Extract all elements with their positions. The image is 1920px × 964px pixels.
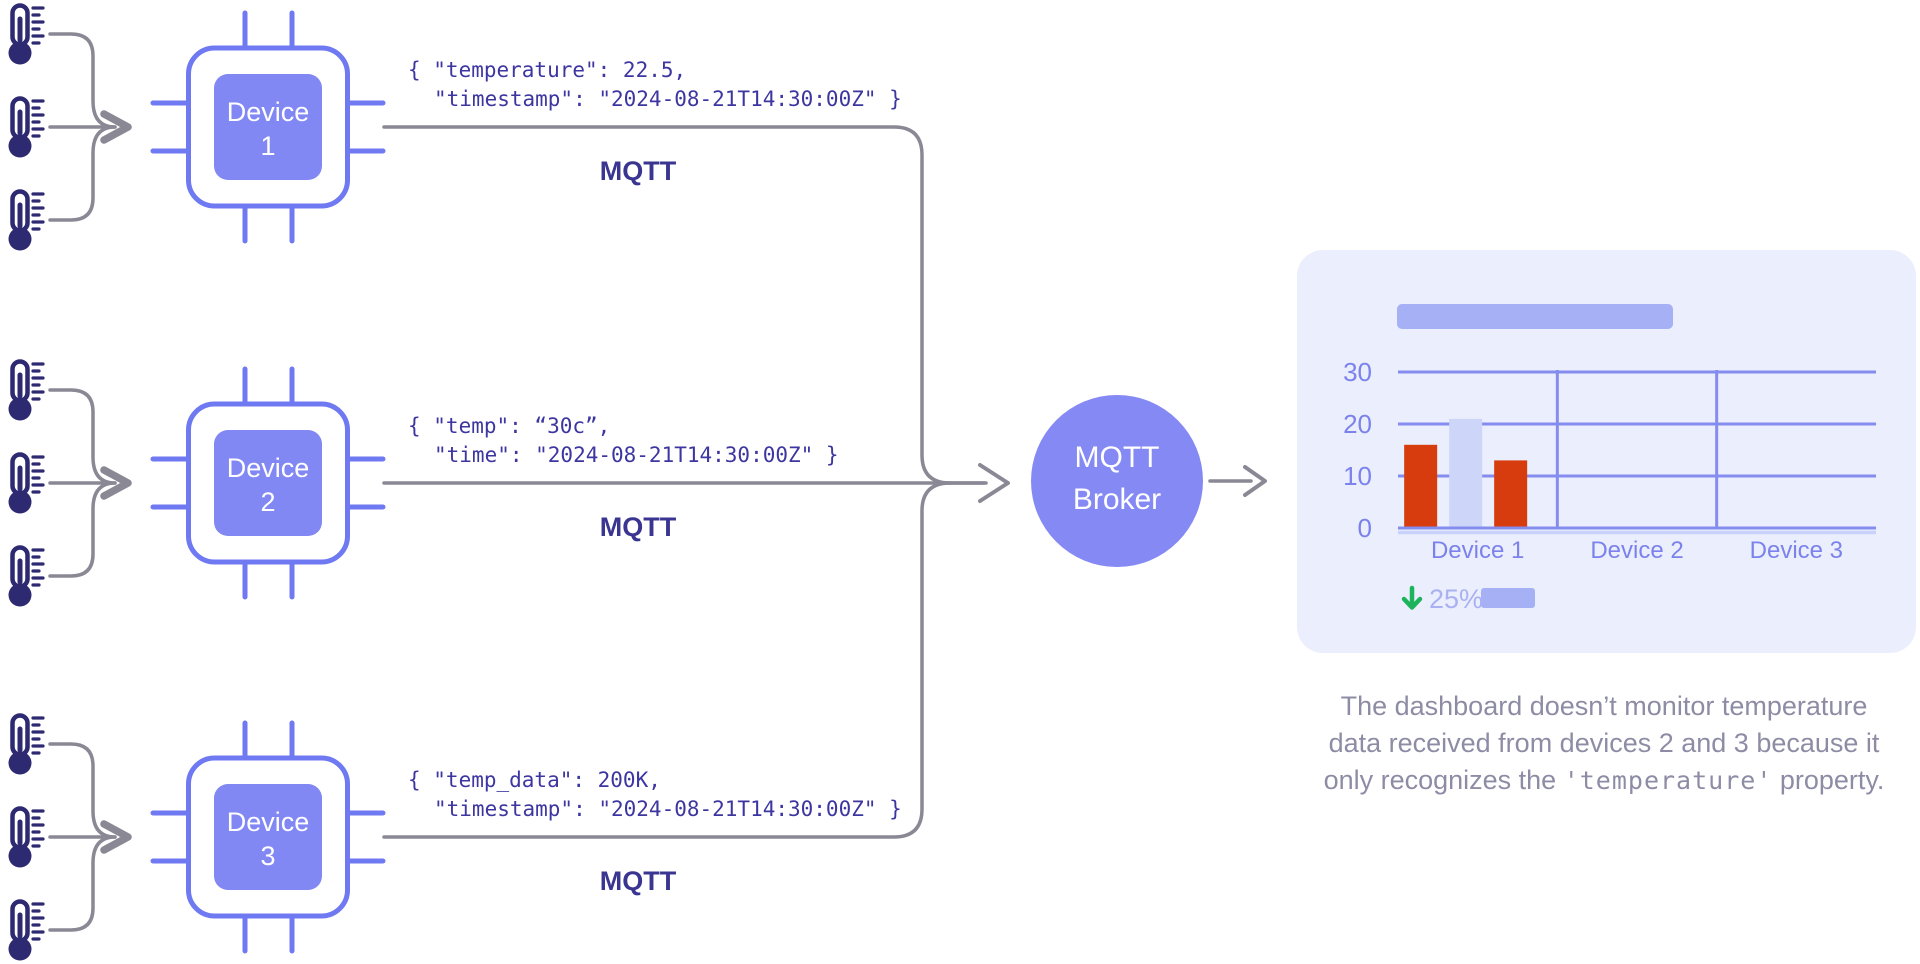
payload-line-2: "time": "2024-08-21T14:30:00Z" }: [434, 443, 839, 467]
thermometer-icon: [9, 192, 44, 251]
thermometer-icon: [9, 548, 44, 607]
protocol-label: MQTT: [600, 156, 677, 186]
chip-label: Device: [227, 97, 310, 127]
mqtt-broker: MQTT Broker: [1031, 395, 1203, 567]
thermometer-icon: [9, 99, 44, 158]
device-group-2: Device 2 { "temp": “30c”, "time": "2024-…: [9, 362, 988, 607]
broker-label-line1: MQTT: [1075, 441, 1160, 474]
trend-badge: 25%: [1401, 584, 1535, 614]
y-tick-label: 20: [1343, 409, 1372, 439]
bar: [1494, 460, 1528, 528]
sensor-merge-arrow: [50, 744, 128, 930]
x-category-label: Device 2: [1590, 537, 1683, 564]
thermometer-icon: [9, 809, 44, 868]
device-group-3: Device 3 { "temp_data": 200K, "timestamp…: [9, 481, 952, 961]
device-group-1: Device 1 { "temperature": 22.5, "timesta…: [9, 6, 952, 485]
payload-line-1: { "temp": “30c”,: [408, 414, 610, 438]
badge-value: 25%: [1429, 584, 1483, 614]
y-tick-label: 10: [1343, 461, 1372, 491]
mqtt-wire-device-1: [382, 125, 952, 485]
broker-in-arrow-icon: [978, 463, 1010, 503]
chip-label-number: 3: [260, 841, 275, 871]
x-category-label: Device 1: [1431, 537, 1524, 564]
chip-label: Device: [227, 453, 310, 483]
sensor-merge-arrow: [50, 390, 128, 576]
protocol-label: MQTT: [600, 866, 677, 896]
thermometer-icon: [9, 6, 44, 65]
chart-title-placeholder: [1397, 304, 1673, 329]
thermometer-icon: [9, 455, 44, 514]
bar: [1404, 444, 1438, 528]
chip-label-number: 2: [260, 487, 275, 517]
mqtt-wire-device-3: [382, 481, 952, 839]
caption-line-2: data received from devices 2 and 3 becau…: [1328, 728, 1880, 758]
caption-code: 'temperature': [1563, 766, 1773, 795]
bar: [1449, 418, 1483, 528]
payload-line-2: "timestamp": "2024-08-21T14:30:00Z" }: [434, 87, 902, 111]
caption-line-3: only recognizes the 'temperature' proper…: [1323, 765, 1885, 795]
thermometer-icon: [9, 362, 44, 421]
broker-label-line2: Broker: [1073, 483, 1161, 516]
caption: The dashboard doesn’t monitor temperatur…: [1292, 688, 1916, 799]
thermometer-icon: [9, 716, 44, 775]
y-tick-label: 30: [1343, 357, 1372, 387]
payload-line-1: { "temperature": 22.5,: [408, 58, 686, 82]
payload-line-2: "timestamp": "2024-08-21T14:30:00Z" }: [434, 797, 902, 821]
x-category-label: Device 3: [1750, 537, 1843, 564]
payload-line-1: { "temp_data": 200K,: [408, 768, 661, 792]
device-chip: Device 2: [153, 369, 383, 597]
protocol-label: MQTT: [600, 512, 677, 542]
chip-label: Device: [227, 807, 310, 837]
caption-line-1: The dashboard doesn’t monitor temperatur…: [1340, 691, 1868, 721]
badge-bar-placeholder: [1481, 588, 1535, 608]
dashboard-in-arrow-icon: [1243, 465, 1267, 497]
thermometer-icon: [9, 902, 44, 961]
sensor-merge-arrow: [50, 34, 128, 220]
device-chip: Device 1: [153, 13, 383, 241]
chip-label-number: 1: [260, 131, 275, 161]
down-arrow-icon: [1401, 585, 1423, 610]
device-chip: Device 3: [153, 723, 383, 951]
y-tick-label: 0: [1358, 513, 1372, 543]
